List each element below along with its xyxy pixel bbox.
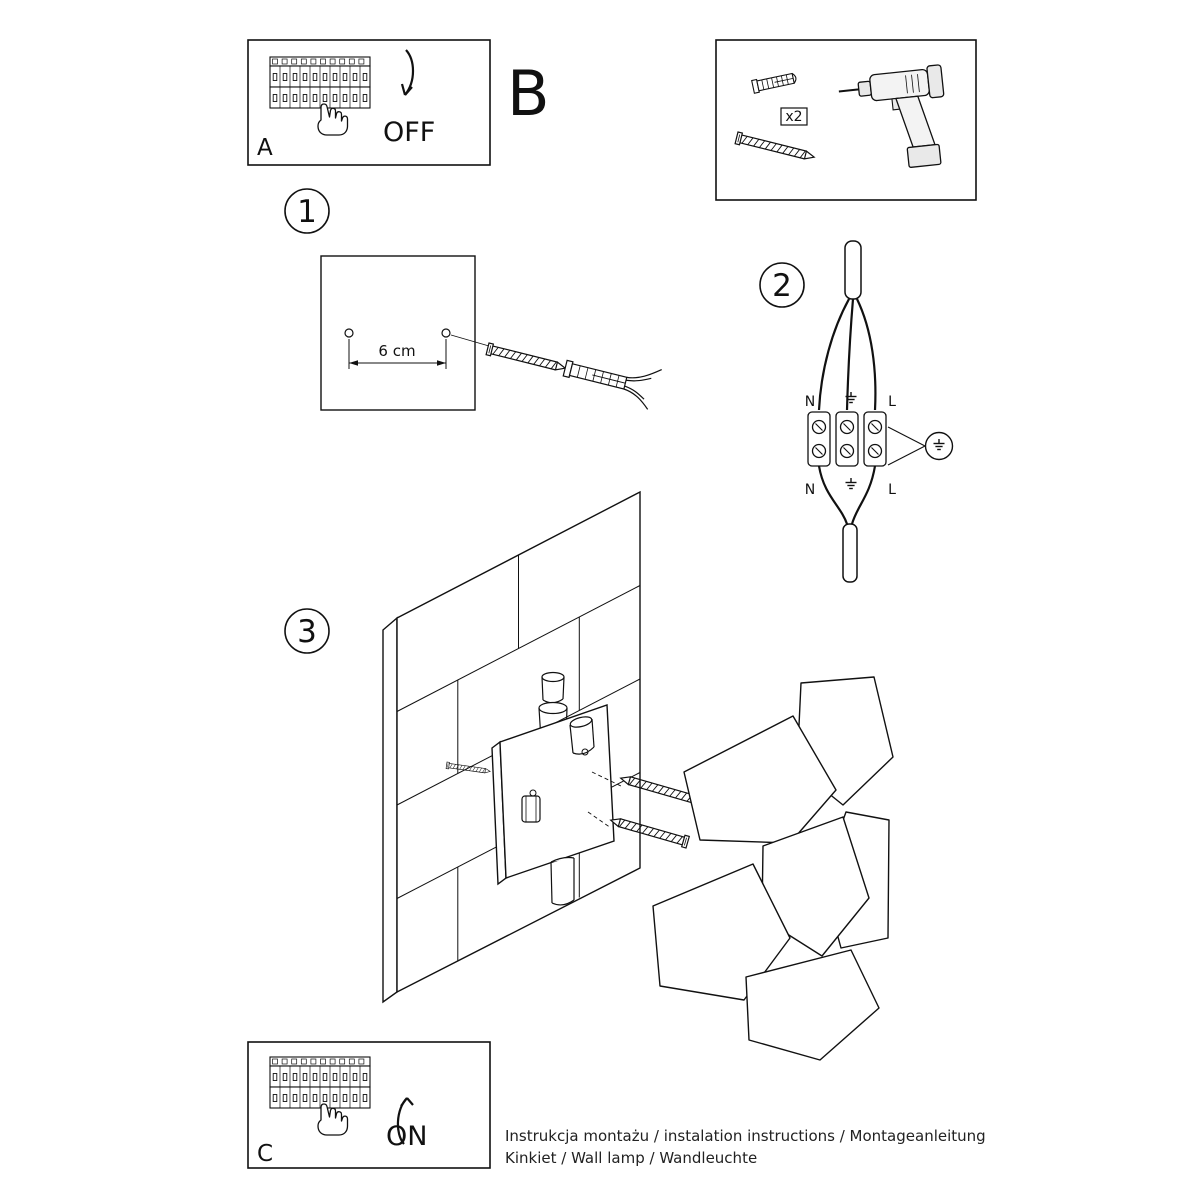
off-arrow-icon [400, 49, 415, 96]
screw-and-anchor-icon [485, 342, 662, 410]
breaker-panel-icon [269, 1056, 371, 1109]
panel-a-step: OFF A [247, 39, 491, 166]
step-2-badge [759, 262, 805, 308]
leader-line [450, 334, 490, 347]
supply-wires [817, 298, 877, 411]
terminal-block-icon [807, 411, 887, 467]
step-1-badge [284, 188, 330, 234]
step-1-number: 1 [297, 194, 317, 230]
lamp-segment [683, 715, 837, 844]
lamp-wires [817, 465, 877, 525]
earth-symbol-icon [844, 477, 858, 490]
dimension-label: 6 cm [378, 342, 415, 360]
section-b-label: B [507, 57, 550, 130]
terminal-n-top: N [805, 394, 815, 410]
power-cable-top-icon [844, 240, 862, 300]
off-label: OFF [383, 117, 435, 148]
panel-c-step: ON C [247, 1041, 491, 1169]
fixing-screws [445, 761, 700, 849]
tools-frame [715, 39, 977, 201]
on-label: ON [386, 1121, 427, 1152]
mounting-plate [491, 704, 615, 886]
breaker-panel-icon [269, 56, 371, 109]
lamp-segment [745, 949, 880, 1061]
step-2-number: 2 [772, 268, 792, 304]
mounting-hole-left [344, 328, 354, 338]
dimension-line: 6 cm [348, 339, 447, 369]
bottom-socket-icon [550, 856, 575, 906]
step-3-badge [284, 608, 330, 654]
wall-plug-icon [751, 72, 797, 94]
power-cable-bottom-icon [842, 523, 858, 583]
section-b-tools: B x2 [507, 39, 977, 201]
step-1: 1 6 cm [284, 188, 662, 411]
panel-c-label: C [257, 1141, 273, 1167]
drill-template-box [320, 255, 476, 411]
terminal-l-top: L [888, 394, 896, 410]
mounting-hole-right [441, 328, 451, 338]
panel-a-label: A [257, 135, 273, 161]
step-2: 2 N L N L [759, 240, 954, 583]
terminal-n-bottom: N [805, 482, 815, 498]
on-arrow-icon [396, 1097, 414, 1145]
terminal-l-bottom: L [888, 482, 896, 498]
footer-line-2: Kinkiet / Wall lamp / Wandleuchte [505, 1149, 757, 1167]
footer: Instrukcja montażu / instalation instruc… [505, 1127, 986, 1167]
step-3: 3 [284, 490, 894, 1061]
lamp-segment [652, 863, 791, 1001]
drill-icon [838, 64, 945, 168]
step-3-number: 3 [297, 614, 317, 650]
lamp-shade [652, 676, 894, 1061]
quantity-badge: x2 [785, 109, 802, 125]
footer-line-1: Instrukcja montażu / instalation instruc… [505, 1127, 986, 1145]
earth-callout [887, 426, 954, 466]
quantity-badge-box [780, 107, 808, 126]
lamp-socket-icon [521, 716, 595, 823]
